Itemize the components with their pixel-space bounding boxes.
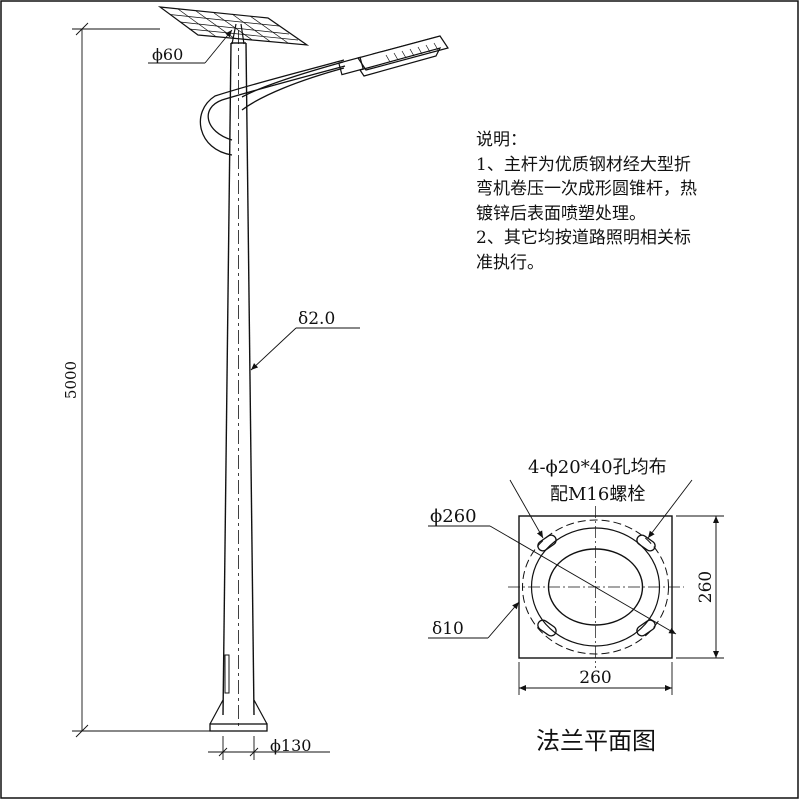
flange-plan [508,506,684,668]
flange-caption: 法兰平面图 [536,727,656,755]
flange-bolt-label: 配M16螺栓 [550,484,645,505]
notes-line-3: 镀锌后表面喷塑处理。 [476,203,646,224]
flange-height-label: 260 [696,571,716,603]
notes-title: 说明： [476,130,527,150]
flange-holes-label: 4-ϕ20*40孔均布 [528,457,667,478]
design-notes: 说明： 1、主杆为优质钢材经大型折 弯机卷压一次成形圆锥杆，热 镀锌后表面喷塑处… [476,128,697,275]
notes-line-5: 准执行。 [476,252,544,273]
notes-line-4: 2、其它均按道路照明相关标 [476,228,691,248]
flange-bolt-circle-label: ϕ260 [430,506,477,527]
main-pole [209,30,268,732]
pole-top-dia-label: ϕ60 [152,45,183,64]
pole-dimensions [72,22,360,760]
flange-dimensions [428,479,724,695]
lamp-arm [199,59,346,156]
pole-base-dia-label: ϕ130 [270,736,311,755]
wall-thickness-label: δ2.0 [298,309,335,329]
flange-thickness-label: δ10 [432,619,464,639]
pole-height-dim: 5000 [62,361,80,399]
solar-panel [157,6,310,46]
notes-line-2: 弯机卷压一次成形圆锥杆，热 [476,179,697,199]
lamp-head [338,35,449,77]
flange-width-label: 260 [579,668,611,688]
notes-line-1: 1、主杆为优质钢材经大型折 [476,154,691,175]
bolt-holes [537,534,656,637]
